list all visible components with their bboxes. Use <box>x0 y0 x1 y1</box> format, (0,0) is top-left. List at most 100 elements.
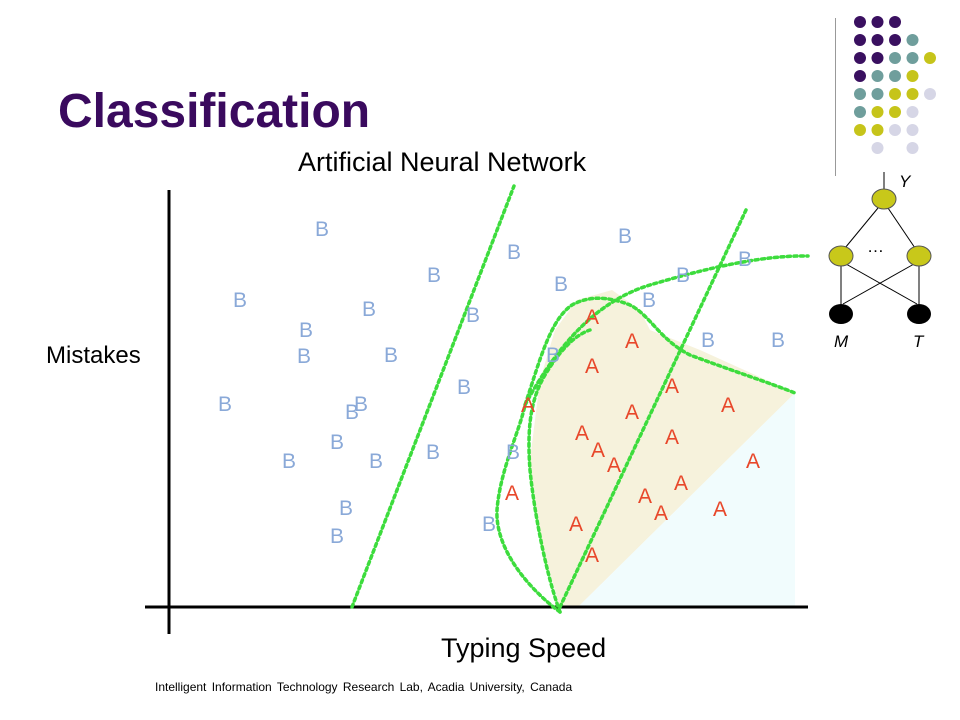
class-b-point: B <box>642 289 656 312</box>
class-a-point: A <box>505 482 519 505</box>
class-b-point: B <box>427 264 441 287</box>
decorative-dot <box>871 70 884 82</box>
y-axis-label: Mistakes <box>46 342 141 369</box>
class-b-point: B <box>297 345 311 368</box>
class-b-point: B <box>618 225 632 248</box>
decorative-dot <box>889 16 901 28</box>
decorative-dot <box>906 88 919 100</box>
decorative-dot <box>854 88 866 100</box>
decorative-dot <box>924 52 936 64</box>
class-b-point: B <box>330 525 344 548</box>
class-a-point: A <box>607 454 621 477</box>
class-b-point: B <box>282 450 296 473</box>
nn-output-node <box>871 188 897 210</box>
decorative-dot <box>906 70 919 82</box>
decorative-dot <box>906 52 919 64</box>
lower-right-region <box>578 393 795 607</box>
decorative-dot <box>889 124 901 136</box>
class-b-point: B <box>426 441 440 464</box>
nn-edge <box>845 263 918 305</box>
class-b-point: B <box>676 264 690 287</box>
class-b-point: B <box>299 319 313 342</box>
class-b-point: B <box>233 289 247 312</box>
class-a-point: A <box>569 513 583 536</box>
decorative-dot <box>854 34 866 46</box>
linear-boundary-right <box>558 208 748 609</box>
class-b-point: B <box>330 431 344 454</box>
class-a-point: A <box>665 375 679 398</box>
class-a-point: A <box>674 472 688 495</box>
class-b-point: B <box>362 298 376 321</box>
class-a-point: A <box>585 544 599 567</box>
class-a-point: A <box>713 498 727 521</box>
decorative-dot <box>871 16 884 28</box>
nn-hidden-node-right <box>906 245 932 267</box>
class-a-point: A <box>665 426 679 449</box>
diagram-title: Artificial Neural Network <box>298 147 587 177</box>
class-b-point: B <box>738 248 752 271</box>
class-b-point: B <box>457 376 471 399</box>
class-a-point: A <box>638 485 652 508</box>
nn-input-node-t <box>907 304 931 324</box>
decorative-dot <box>871 142 884 154</box>
class-b-point: B <box>369 450 383 473</box>
closed-region-boundary <box>495 296 797 614</box>
class-b-point: B <box>507 241 521 264</box>
class-b-point: B <box>506 441 520 464</box>
decorative-dot <box>854 52 866 64</box>
class-b-point: B <box>339 497 353 520</box>
decorative-dot <box>871 52 884 64</box>
class-b-point: B <box>354 393 368 416</box>
nn-input-label-t: T <box>913 332 925 351</box>
nn-edge <box>842 263 915 305</box>
nn-edge <box>844 207 879 249</box>
decorative-dot <box>871 106 884 118</box>
class-a-point: A <box>654 502 668 525</box>
nn-edge <box>887 207 916 249</box>
decorative-dot <box>871 34 884 46</box>
decorative-dot <box>889 34 901 46</box>
decorative-dot <box>906 34 919 46</box>
footer-credit: Intelligent Information Technology Resea… <box>155 680 573 694</box>
linear-boundary-left <box>350 184 516 609</box>
decorative-dot-grid <box>846 10 956 160</box>
decorative-dot <box>889 88 901 100</box>
class-b-point: B <box>384 344 398 367</box>
class-a-point: A <box>591 439 605 462</box>
decorative-dot <box>854 70 866 82</box>
class-a-point: A <box>625 401 639 424</box>
class-b-point: B <box>546 344 560 367</box>
class-a-point: A <box>585 355 599 378</box>
decorative-dot <box>906 142 919 154</box>
decorative-dot <box>854 106 866 118</box>
class-b-point: B <box>315 218 329 241</box>
decorative-dot <box>889 70 901 82</box>
class-b-point: B <box>466 304 480 327</box>
decorative-dot <box>871 124 884 136</box>
class-b-point: B <box>218 393 232 416</box>
slide-title: Classification <box>58 85 371 138</box>
class-b-point: B <box>554 273 568 296</box>
nn-hidden-ellipsis: … <box>867 237 884 256</box>
class-a-point: A <box>585 306 599 329</box>
decorative-dot <box>854 16 866 28</box>
class-a-point: A <box>575 422 589 445</box>
class-b-point: B <box>345 401 359 424</box>
inner-curved-boundary <box>527 328 592 614</box>
class-a-point: A <box>521 394 535 417</box>
class-b-point: B <box>701 329 715 352</box>
decorative-dot <box>924 88 936 100</box>
neural-network-diagram: Y … M T <box>828 172 932 351</box>
nn-hidden-node-left <box>828 245 854 267</box>
decorative-dot <box>906 124 919 136</box>
decorative-dot <box>871 88 884 100</box>
class-b-point: B <box>771 329 785 352</box>
x-axis-label: Typing Speed <box>441 633 607 663</box>
title-divider-line <box>835 18 836 176</box>
nn-output-label: Y <box>899 172 912 191</box>
decorative-dot <box>906 106 919 118</box>
decorative-dot <box>854 124 866 136</box>
class-a-point: A <box>721 394 735 417</box>
